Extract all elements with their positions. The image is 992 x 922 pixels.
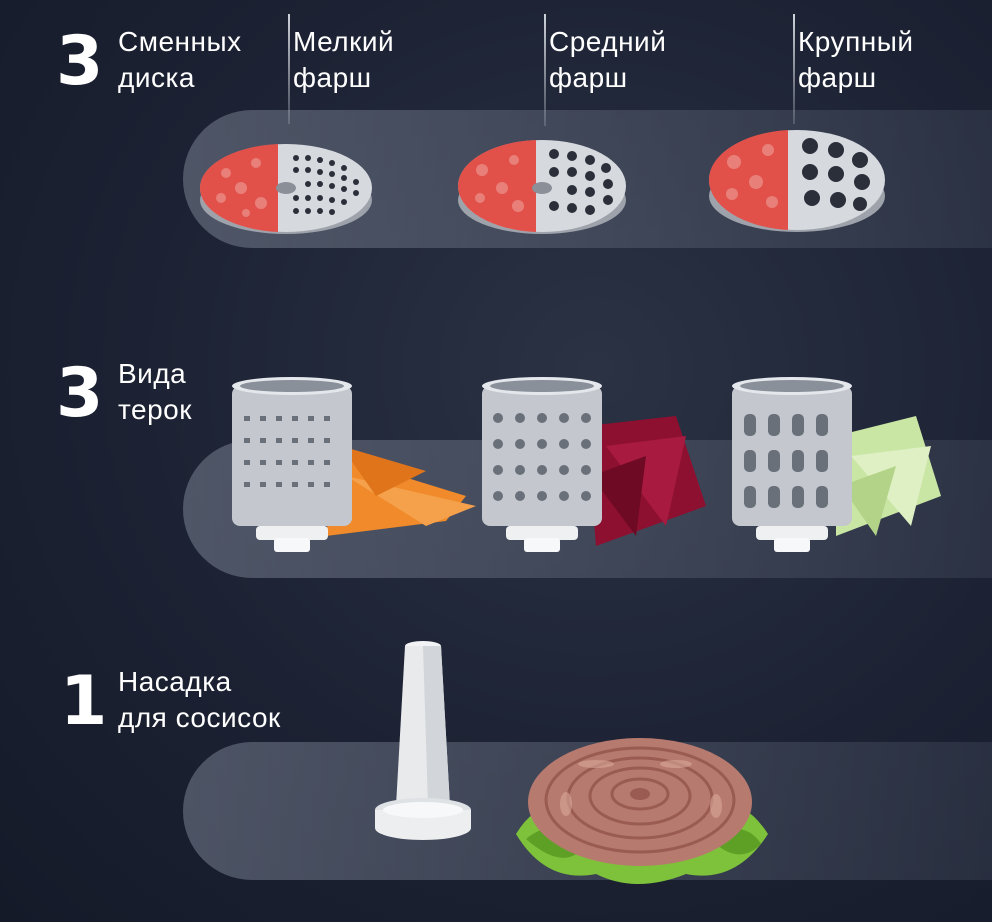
discs-title-line1: Сменных (118, 26, 242, 57)
graters-title-line2: терок (118, 394, 192, 425)
sausage-count: 1 (60, 662, 108, 741)
discs-title-line2: диска (118, 62, 195, 93)
sausage-title-line2: для сосисок (118, 702, 281, 733)
grater-coarse-image (726, 376, 986, 556)
disc-coarse-image (702, 98, 892, 238)
sausage-title-line1: Насадка (118, 666, 232, 697)
disc-label-fine-line1: Мелкий (293, 26, 395, 57)
graters-title: Вида терок (118, 356, 192, 428)
discs-count: 3 (56, 22, 104, 101)
sausage-nozzle-image (368, 638, 478, 848)
disc-label-fine-line2: фарш (293, 62, 372, 93)
disc-label-fine: Мелкий фарш (293, 24, 394, 96)
disc-medium-image (452, 110, 632, 240)
disc-pointer-coarse (793, 14, 795, 124)
graters-title-line1: Вида (118, 358, 187, 389)
disc-label-medium-line2: фарш (549, 62, 628, 93)
grater-medium-image (476, 376, 736, 556)
graters-count: 3 (56, 354, 104, 433)
disc-label-coarse-line2: фарш (798, 62, 877, 93)
disc-pointer-medium (544, 14, 546, 126)
disc-label-coarse: Крупный фарш (798, 24, 913, 96)
disc-pointer-fine (288, 14, 290, 124)
discs-title: Сменных диска (118, 24, 242, 96)
disc-label-coarse-line1: Крупный (798, 26, 914, 57)
disc-label-medium-line1: Средний (549, 26, 667, 57)
disc-fine-image (196, 118, 376, 238)
sausage-coil-image (506, 724, 776, 894)
sausage-title: Насадка для сосисок (118, 664, 281, 736)
grater-fine-image (226, 376, 486, 556)
disc-label-medium: Средний фарш (549, 24, 666, 96)
